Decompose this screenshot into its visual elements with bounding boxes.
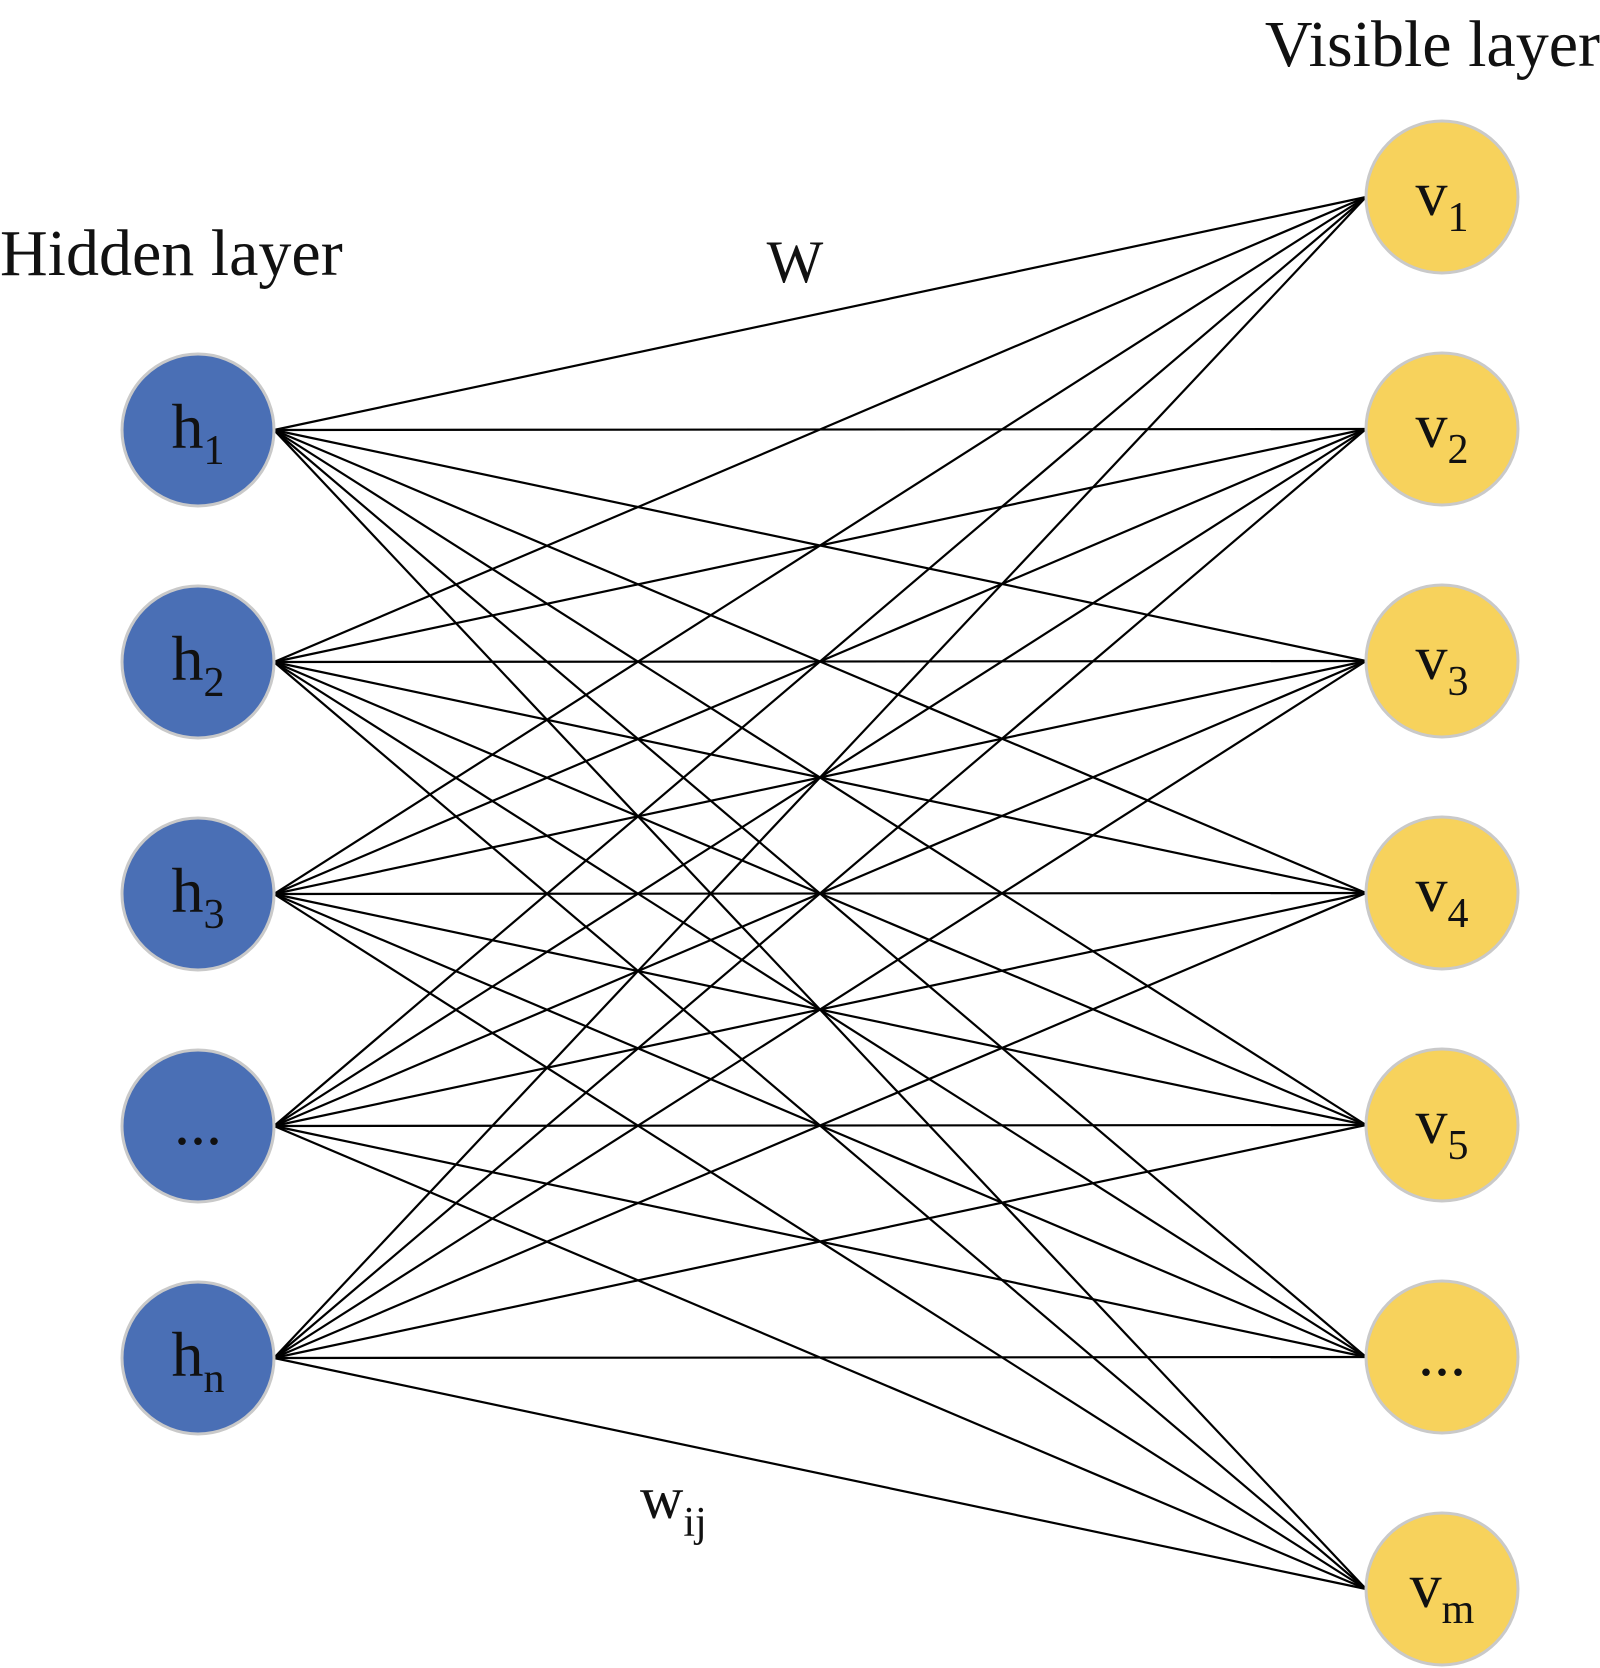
hidden-node-main: h xyxy=(172,855,204,926)
hidden-node-circle xyxy=(120,584,276,740)
visible-node-main: v xyxy=(1416,622,1448,693)
hidden-node-label: ... xyxy=(174,1087,222,1158)
hidden-node-main: h xyxy=(172,1319,204,1390)
visible-node-sub: m xyxy=(1442,1587,1475,1633)
visible-node-main: v xyxy=(1416,854,1448,925)
hidden-node-main: ... xyxy=(174,1087,222,1158)
visible-node-main: v xyxy=(1416,390,1448,461)
visible-node-circle xyxy=(1364,1047,1520,1203)
edge-h5-v1 xyxy=(273,196,1367,1359)
edge-h5-v6 xyxy=(273,1355,1367,1360)
hidden-node-sub: n xyxy=(204,1356,225,1402)
edge-h4-v1 xyxy=(273,196,1367,1127)
edge-h3-v1 xyxy=(273,196,1367,895)
weight-element-main: w xyxy=(640,1465,684,1531)
visible-node-label: ... xyxy=(1418,1318,1466,1389)
visible-node-label: v3 xyxy=(1416,622,1469,705)
hidden-node-2: h2 xyxy=(120,584,276,740)
hidden-node-5: hn xyxy=(120,1280,276,1436)
hidden-node-main: h xyxy=(172,623,204,694)
visible-node-label: v5 xyxy=(1416,1086,1469,1169)
visible-node-sub: 2 xyxy=(1448,427,1469,473)
visible-node-main: v xyxy=(1416,158,1448,229)
visible-node-label: vm xyxy=(1410,1550,1475,1633)
visible-node-main: v xyxy=(1416,1086,1448,1157)
weight-element-label: wij xyxy=(640,1465,707,1546)
visible-node-label: v2 xyxy=(1416,390,1469,473)
edge-h5-v7 xyxy=(273,1356,1367,1591)
visible-node-sub: 1 xyxy=(1448,195,1469,241)
visible-node-2: v2 xyxy=(1364,351,1520,507)
connection-edges xyxy=(273,195,1367,1591)
visible-node-6: ... xyxy=(1364,1279,1520,1435)
hidden-node-circle xyxy=(120,352,276,508)
hidden-node-label: hn xyxy=(172,1319,225,1402)
hidden-node-main: h xyxy=(172,391,204,462)
hidden-node-circle xyxy=(120,816,276,972)
hidden-node-sub: 1 xyxy=(204,428,225,474)
hidden-node-1: h1 xyxy=(120,352,276,508)
visible-node-5: v5 xyxy=(1364,1047,1520,1203)
visible-node-4: v4 xyxy=(1364,815,1520,971)
edge-h2-v1 xyxy=(273,195,1367,664)
hidden-node-label: h3 xyxy=(172,855,225,938)
weight-element-sub: ij xyxy=(683,1500,706,1546)
visible-node-sub: 4 xyxy=(1448,891,1469,937)
visible-node-circle xyxy=(1364,119,1520,275)
edge-h5-v5 xyxy=(273,1123,1367,1360)
hidden-node-circle xyxy=(120,1048,276,1204)
visible-node-main: v xyxy=(1410,1550,1442,1621)
hidden-node-sub: 3 xyxy=(204,892,225,938)
hidden-node-label: h2 xyxy=(172,623,225,706)
weight-matrix-label: W xyxy=(767,229,824,295)
visible-node-3: v3 xyxy=(1364,583,1520,739)
visible-node-main: ... xyxy=(1418,1318,1466,1389)
visible-node-circle xyxy=(1364,351,1520,507)
hidden-layer-title: Hidden layer xyxy=(0,217,343,290)
visible-node-circle xyxy=(1364,1511,1520,1667)
visible-node-circle xyxy=(1364,1279,1520,1435)
edge-h5-v3 xyxy=(273,660,1367,1359)
edge-h5-v4 xyxy=(273,891,1367,1360)
visible-node-1: v1 xyxy=(1364,119,1520,275)
visible-node-sub: 5 xyxy=(1448,1123,1469,1169)
visible-node-circle xyxy=(1364,583,1520,739)
hidden-node-circle xyxy=(120,1280,276,1436)
edge-h1-v1 xyxy=(273,195,1367,432)
weight-matrix-label-text: W xyxy=(767,229,824,295)
visible-node-label: v1 xyxy=(1416,158,1469,241)
edge-h5-v2 xyxy=(273,428,1367,1359)
visible-node-label: v4 xyxy=(1416,854,1469,937)
visible-node-sub: 3 xyxy=(1448,659,1469,705)
visible-layer-title: Visible layer xyxy=(1265,8,1600,81)
visible-node-7: vm xyxy=(1364,1511,1520,1667)
visible-node-circle xyxy=(1364,815,1520,971)
hidden-node-sub: 2 xyxy=(204,660,225,706)
hidden-node-4: ... xyxy=(120,1048,276,1204)
hidden-node-label: h1 xyxy=(172,391,225,474)
hidden-node-3: h3 xyxy=(120,816,276,972)
